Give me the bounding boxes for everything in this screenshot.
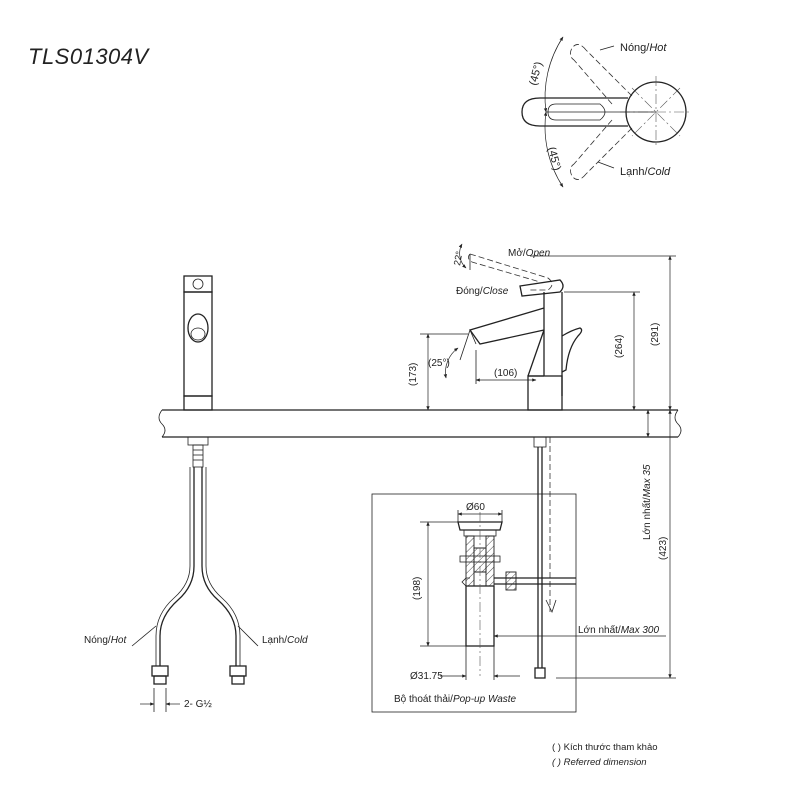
top-lever-cold xyxy=(573,119,633,175)
front-cold-label: Lạnh/Cold xyxy=(262,635,308,646)
popup-waste: Ø60 (198) Ø31.75 Lớn nhất/Max 300 Bộ tho… xyxy=(371,493,666,713)
lever-open xyxy=(469,253,553,291)
angle-cold-label: (45°) xyxy=(545,146,563,172)
height-264-dim: (264) xyxy=(614,335,625,358)
countertop xyxy=(158,409,682,438)
front-faucet-body xyxy=(183,291,213,397)
lever-close xyxy=(519,279,564,297)
lever-angle-label: 22° xyxy=(452,250,465,266)
waste-caption: Bộ thoát thải/Pop-up Waste xyxy=(394,694,517,705)
thread-label: 2- G½ xyxy=(184,699,212,710)
top-lever xyxy=(521,97,628,127)
spout xyxy=(468,307,545,345)
open-label: Mở/Open xyxy=(508,247,551,259)
height-423-dim: (423) xyxy=(658,537,669,560)
reach-dim: (106) xyxy=(494,368,517,379)
top-lever-hot xyxy=(573,49,633,105)
top-hot-label: Nóng/Hot xyxy=(620,42,667,54)
note-en: ( ) Referred dimension xyxy=(552,757,647,768)
waste-198-dim: (198) xyxy=(412,577,423,600)
max-35-label: Lớn nhất/Max 35 xyxy=(641,464,653,540)
waste-dia-bottom: Ø31.75 xyxy=(410,671,443,682)
top-view: (45°) (45°) Nóng/Hot Lạnh/Cold xyxy=(521,36,692,188)
side-rear-handle xyxy=(561,327,583,373)
model-title: TLS01304V xyxy=(28,44,151,69)
max-300-label: Lớn nhất/Max 300 xyxy=(578,624,659,636)
close-label: Đóng/Close xyxy=(456,286,509,297)
front-view: Nóng/Hot Lạnh/Cold 2- G½ xyxy=(84,275,308,712)
height-291-dim: (291) xyxy=(650,323,661,346)
note-vi: ( ) Kích thước tham khảo xyxy=(552,742,658,753)
top-cold-label: Lạnh/Cold xyxy=(620,166,671,178)
waste-dia-top: Ø60 xyxy=(466,502,485,513)
angle-hot-label: (45°) xyxy=(527,61,545,87)
spout-height-dim: (173) xyxy=(408,363,419,386)
hose-hot xyxy=(159,467,195,666)
hose-cold xyxy=(201,467,237,666)
side-view: 22° Mở/Open Đóng/Close (25°) (173) (106)… xyxy=(408,243,676,679)
front-hot-label: Nóng/Hot xyxy=(84,635,127,646)
spout-angle-label: (25°) xyxy=(428,358,450,369)
